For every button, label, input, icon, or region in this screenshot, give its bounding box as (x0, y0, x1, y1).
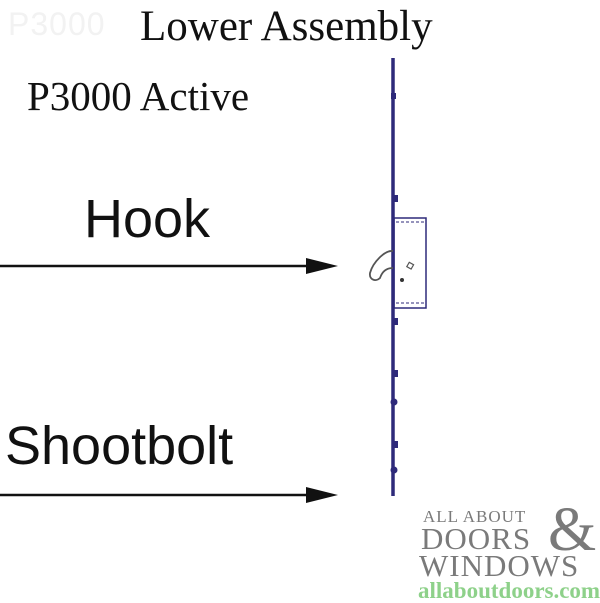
logo-line-all-about: ALL ABOUT (423, 507, 527, 526)
shootbolt-label: Shootbolt (5, 416, 234, 476)
diagram-subtitle: P3000 Active (27, 73, 250, 119)
logo-url-link[interactable]: allaboutdoors.com (418, 578, 600, 603)
hook-arrow-icon (0, 258, 338, 274)
watermark-text: P3000 (8, 6, 106, 42)
diagram-title: Lower Assembly (140, 3, 433, 50)
lock-bar (369, 58, 427, 496)
logo-line-windows: WINDOWS (419, 548, 580, 583)
brand-logo: ALL ABOUT DOORS WINDOWS allaboutdoors.co… (415, 508, 600, 603)
shootbolt-arrow-icon (0, 487, 338, 503)
logo-line-doors: DOORS (421, 521, 532, 556)
logo-ampersand: & (548, 496, 597, 564)
hook-label: Hook (84, 189, 211, 249)
